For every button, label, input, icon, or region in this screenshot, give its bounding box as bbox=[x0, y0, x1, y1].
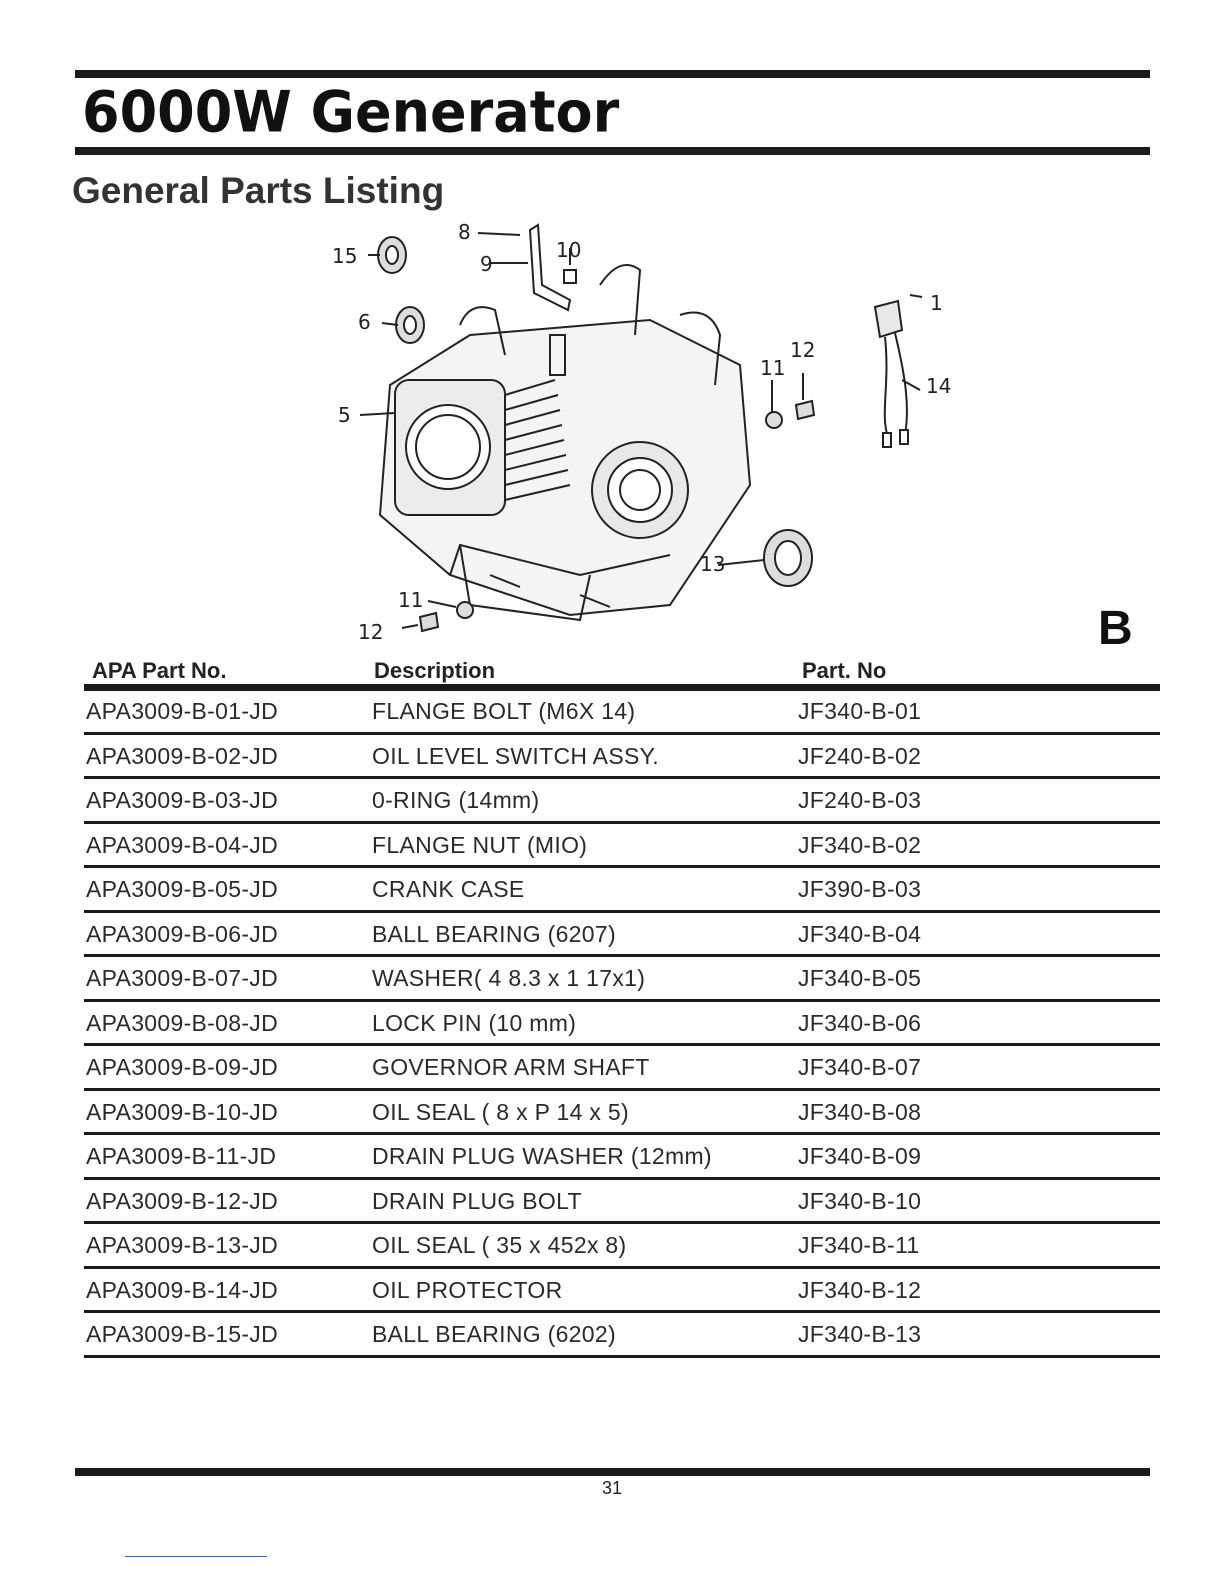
callout-14: 14 bbox=[926, 374, 951, 398]
table-row: APA3009-B-15-JD BALL BEARING (6202) JF340-… bbox=[84, 1313, 1160, 1358]
part-no: JF340-B-06 bbox=[798, 1009, 922, 1036]
description: BALL BEARING (6207) bbox=[372, 920, 616, 947]
description: FLANGE NUT (MIO) bbox=[372, 831, 588, 858]
part-no: JF340-B-04 bbox=[798, 920, 922, 947]
table-row: APA3009-B-09-JD GOVERNOR ARM SHAFT JF340-B… bbox=[84, 1046, 1160, 1091]
header-description: Description bbox=[374, 658, 496, 683]
description: DRAIN PLUG BOLT bbox=[372, 1187, 582, 1214]
apa-part-no: APA3009-B-02-JD bbox=[86, 742, 278, 769]
part-no: JF340-B-05 bbox=[798, 965, 922, 991]
table-row: APA3009-B-04-JD FLANGE NUT (MIO) JF340-B-0… bbox=[84, 824, 1160, 868]
part-no: JF340-B-08 bbox=[798, 1098, 922, 1125]
description: WASHER( 4 8.3 x 1 17x1) bbox=[372, 965, 646, 991]
part-no: JF340-B-10 bbox=[798, 1187, 922, 1214]
apa-part-no: APA3009-B-05-JD bbox=[86, 876, 278, 902]
top-rule bbox=[75, 70, 1150, 78]
description: DRAIN PLUG WASHER (12mm) bbox=[372, 1143, 712, 1169]
table-row: APA3009-B-08-JD LOCK PIN (10 mm) JF340-B-0… bbox=[84, 1002, 1160, 1046]
part-no: JF340-B-12 bbox=[798, 1276, 922, 1303]
parts-table: APA Part No. Description Part. No APA300… bbox=[84, 652, 1160, 1358]
section-title: General Parts Listing bbox=[72, 170, 445, 211]
callout-12-bottom: 12 bbox=[358, 620, 383, 644]
apa-part-no: APA3009-B-14-JD bbox=[86, 1276, 278, 1303]
table-row: APA3009-B-12-JD DRAIN PLUG BOLT JF340-B-10 bbox=[84, 1180, 1160, 1224]
table-row: APA3009-B-13-JD OIL SEAL ( 35 x 452x 8) JF… bbox=[84, 1224, 1160, 1269]
apa-part-no: APA3009-B-01-JD bbox=[86, 698, 278, 724]
callout-12: 12 bbox=[790, 338, 815, 362]
part-no: JF340-B-11 bbox=[798, 1232, 920, 1258]
crankcase-exploded-diagram: 1 5 6 8 9 10 11 12 13 14 15 11 12 bbox=[332, 220, 951, 644]
apa-part-no: APA3009-B-13-JD bbox=[86, 1232, 278, 1258]
callout-15: 15 bbox=[332, 244, 357, 268]
description: GOVERNOR ARM SHAFT bbox=[372, 1054, 650, 1080]
part-no: JF340-B-13 bbox=[798, 1321, 922, 1347]
callout-10: 10 bbox=[556, 238, 581, 262]
apa-part-no: APA3009-B-12-JD bbox=[86, 1187, 278, 1214]
apa-part-no: APA3009-B-11-JD bbox=[86, 1143, 277, 1169]
callout-1: 1 bbox=[930, 291, 943, 315]
apa-part-no: APA3009-B-03-JD bbox=[86, 787, 278, 813]
header-rule bbox=[84, 684, 1160, 691]
apa-part-no: APA3009-B-15-JD bbox=[86, 1321, 278, 1347]
description: FLANGE BOLT (M6X 14) bbox=[372, 698, 636, 724]
header-apa-part-no: APA Part No. bbox=[92, 658, 227, 683]
table-row: APA3009-B-10-JD OIL SEAL ( 8 x P 14 x 5) J… bbox=[84, 1091, 1160, 1135]
table-row: APA3009-B-14-JD OIL PROTECTOR JF340-B-12 bbox=[84, 1269, 1160, 1313]
part-no: JF340-B-02 bbox=[798, 831, 922, 858]
table-header: APA Part No. Description Part. No bbox=[84, 652, 1160, 691]
part-no: JF240-B-03 bbox=[798, 787, 922, 813]
description: CRANK CASE bbox=[372, 876, 525, 902]
page-number: 31 bbox=[601, 1478, 623, 1498]
section-letter: B bbox=[1098, 602, 1133, 655]
description: OIL LEVEL SWITCH ASSY. bbox=[372, 742, 659, 769]
apa-part-no: APA3009-B-06-JD bbox=[86, 920, 278, 947]
table-row: APA3009-B-02-JD OIL LEVEL SWITCH ASSY. JF2… bbox=[84, 735, 1160, 779]
callout-8: 8 bbox=[458, 220, 471, 244]
header-part-no: Part. No bbox=[802, 658, 887, 683]
apa-part-no: APA3009-B-09-JD bbox=[86, 1054, 278, 1080]
table-row: APA3009-B-11-JD DRAIN PLUG WASHER (12mm) J… bbox=[84, 1135, 1160, 1180]
description: LOCK PIN (10 mm) bbox=[372, 1009, 577, 1036]
table-row: APA3009-B-06-JD BALL BEARING (6207) JF340-… bbox=[84, 913, 1160, 957]
callout-11: 11 bbox=[760, 356, 785, 380]
title-underline-rule bbox=[75, 147, 1150, 155]
description: OIL SEAL ( 8 x P 14 x 5) bbox=[372, 1098, 629, 1125]
callout-9: 9 bbox=[480, 252, 493, 276]
table-row: APA3009-B-07-JD WASHER( 4 8.3 x 1 17x1) JF… bbox=[84, 957, 1160, 1002]
footer-rule bbox=[75, 1468, 1150, 1476]
description: OIL PROTECTOR bbox=[372, 1276, 563, 1303]
callout-13: 13 bbox=[700, 552, 725, 576]
description: 0-RING (14mm) bbox=[372, 787, 540, 813]
part-no: JF390-B-03 bbox=[798, 876, 922, 902]
table-row: APA3009-B-05-JD CRANK CASE JF390-B-03 bbox=[84, 868, 1160, 913]
callout-11-bottom: 11 bbox=[398, 588, 423, 612]
apa-part-no: APA3009-B-07-JD bbox=[86, 965, 278, 991]
table-row: APA3009-B-01-JD FLANGE BOLT (M6X 14) JF340… bbox=[84, 690, 1160, 735]
part-no: JF340-B-07 bbox=[798, 1054, 922, 1080]
apa-part-no: APA3009-B-08-JD bbox=[86, 1009, 278, 1036]
description: BALL BEARING (6202) bbox=[372, 1321, 616, 1347]
link-underline bbox=[125, 1556, 267, 1557]
part-no: JF340-B-01 bbox=[798, 698, 922, 724]
callout-5: 5 bbox=[338, 403, 351, 427]
page-title: 6000W Generator bbox=[82, 79, 620, 146]
table-row: APA3009-B-03-JD 0-RING (14mm) JF240-B-03 bbox=[84, 779, 1160, 824]
table-body: APA3009-B-01-JD FLANGE BOLT (M6X 14) JF340… bbox=[84, 690, 1160, 1358]
apa-part-no: APA3009-B-10-JD bbox=[86, 1098, 278, 1125]
part-no: JF240-B-02 bbox=[798, 742, 922, 769]
apa-part-no: APA3009-B-04-JD bbox=[86, 831, 278, 858]
callout-6: 6 bbox=[358, 310, 371, 334]
part-no: JF340-B-09 bbox=[798, 1143, 922, 1169]
description: OIL SEAL ( 35 x 452x 8) bbox=[372, 1232, 627, 1258]
